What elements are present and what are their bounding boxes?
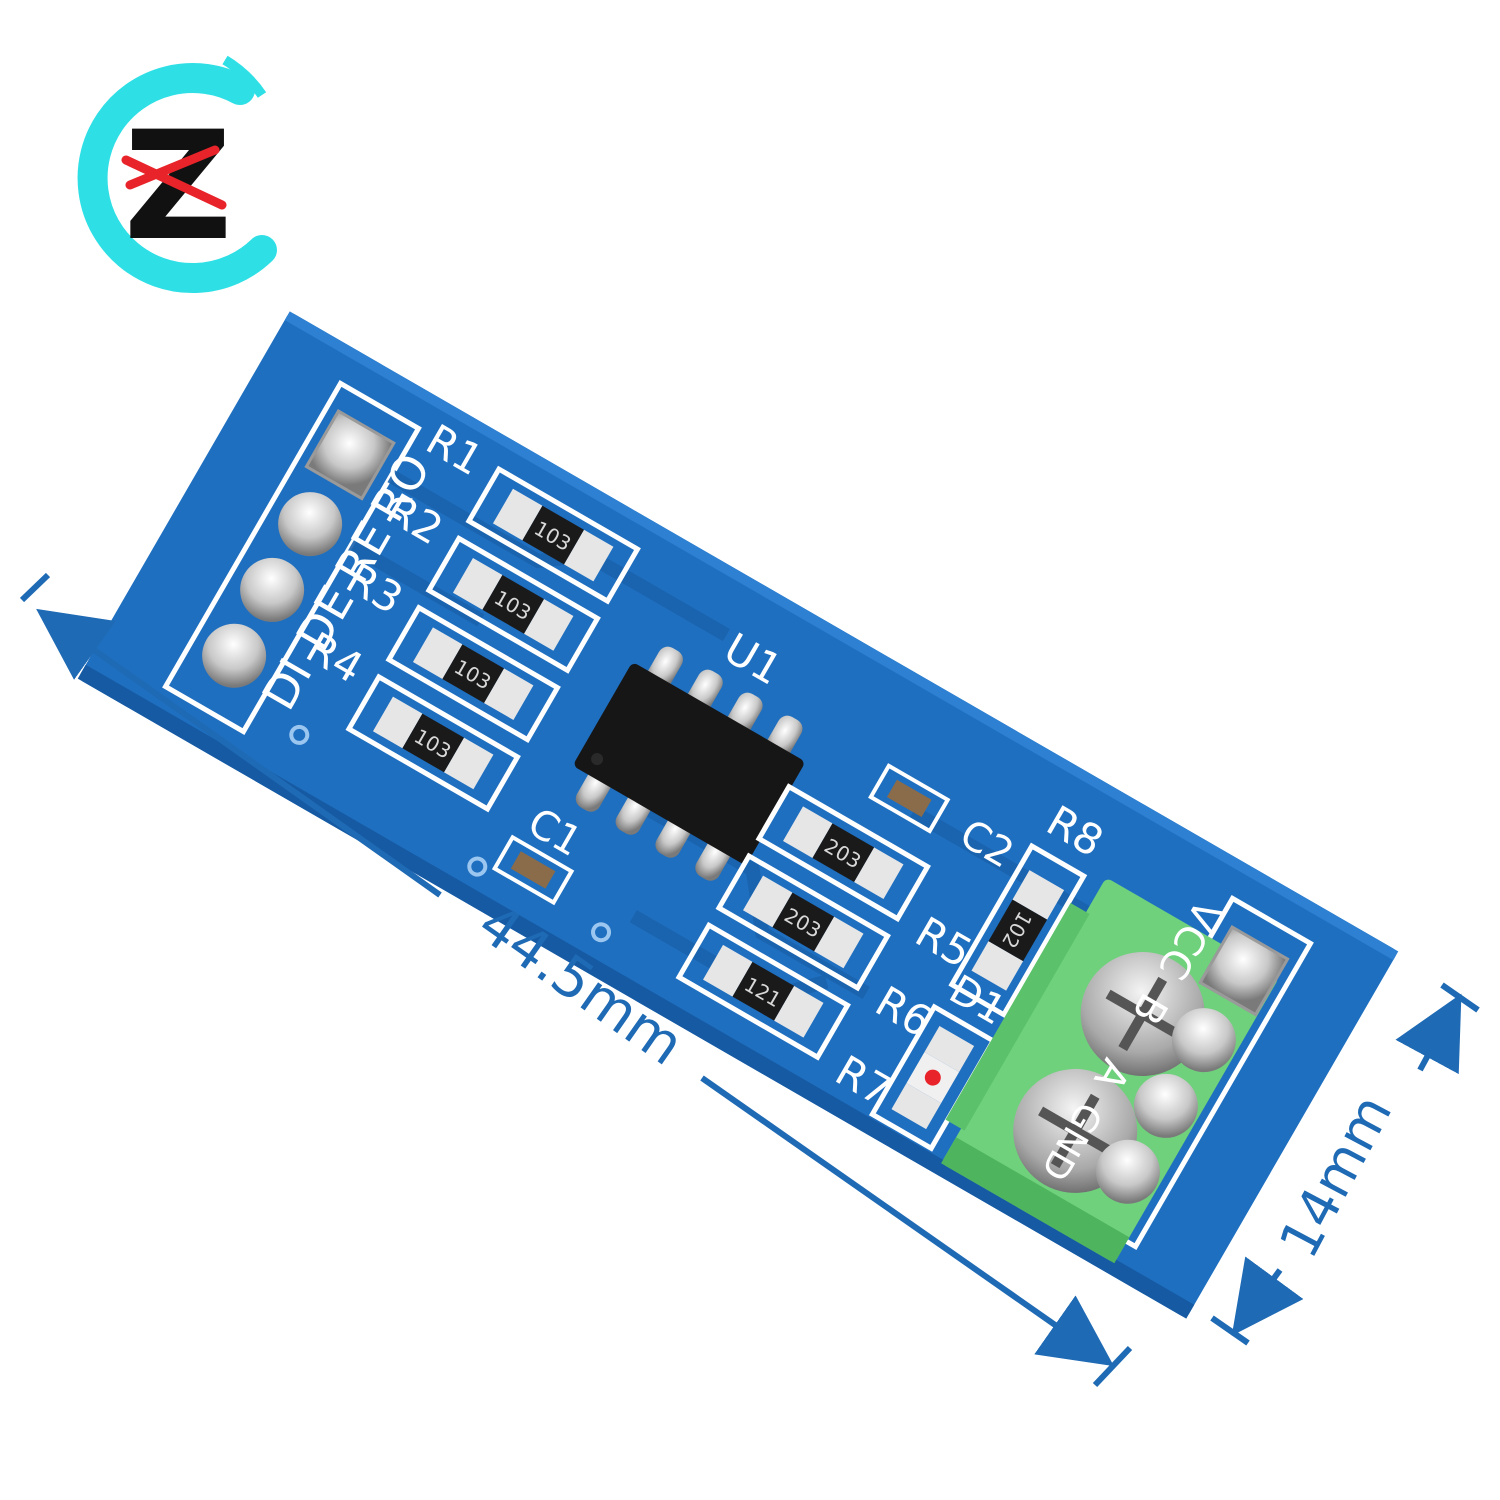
led-d1: D1: [868, 967, 1013, 1152]
resistor-r8: 102: [948, 842, 1088, 1019]
logo-slash-icon: [121, 145, 227, 210]
logo-ring-icon: [77, 63, 277, 294]
length-arrow-start: [36, 608, 442, 898]
width-arrow-top: [1395, 993, 1462, 1075]
right-pin-header: [1095, 925, 1290, 1204]
left-pin-header: [202, 409, 396, 688]
rs485-module-board: RO RE DE DI 103 R1 103 R2 103: [77, 311, 1399, 1319]
brand-logo: Z: [77, 55, 277, 294]
screw-terminal: [941, 879, 1278, 1264]
resistor-r5: 203 R5: [755, 783, 980, 978]
length-arrow-end: [700, 1075, 1114, 1367]
width-arrow-bottom: [1231, 1256, 1304, 1336]
right-pin-labels: VCC B A GND: [1033, 892, 1230, 1187]
